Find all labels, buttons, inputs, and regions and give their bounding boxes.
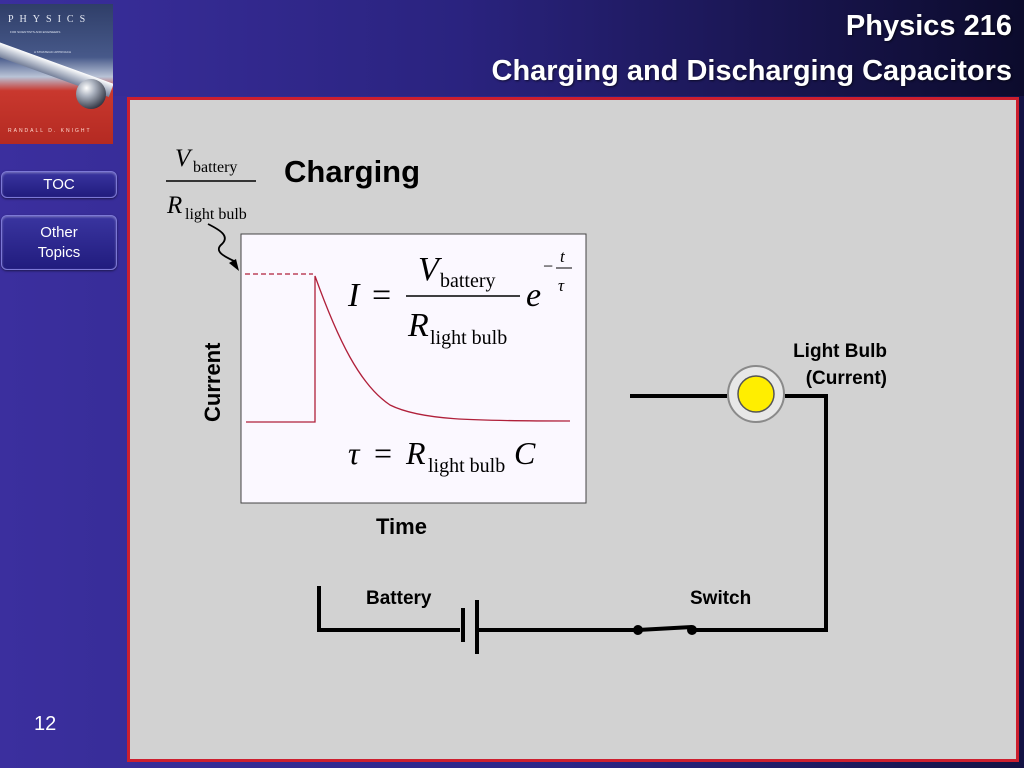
formula-tau-equals: =: [374, 435, 392, 471]
graph-area: [240, 233, 587, 504]
current-curve: [246, 275, 571, 423]
formula-equals: =: [372, 277, 391, 314]
light-bulb-label: Light Bulb (Current): [793, 341, 887, 389]
book-subtitle: FOR SCIENTISTS AND ENGINEERS: [10, 30, 61, 34]
formula-exp-t: t: [560, 247, 566, 266]
formula-tau: τ: [348, 435, 361, 471]
header-band: [0, 0, 1024, 96]
pointer-arrow: [207, 223, 237, 263]
battery-label: Battery: [366, 588, 432, 609]
formula-R: R: [407, 307, 429, 344]
formula-denominator: R: [166, 192, 182, 219]
initial-current-formula: V battery R light bulb: [166, 145, 256, 223]
formula-denominator-sub: light bulb: [185, 206, 247, 223]
switch-lever: [637, 625, 693, 632]
book-title: PHYSICS: [8, 14, 92, 25]
formula-numerator: V: [175, 145, 193, 172]
formula-exp-minus: −: [543, 256, 553, 276]
pointer-arrowhead: [229, 259, 239, 271]
switch-contact-right[interactable]: [687, 625, 697, 635]
other-topics-button[interactable]: Other Topics: [1, 215, 117, 270]
formula-R-sub: light bulb: [430, 327, 507, 349]
formula-tau-R: R: [405, 435, 426, 471]
switch-contact-left[interactable]: [633, 625, 643, 635]
formula-tau-R-sub: light bulb: [428, 455, 505, 477]
wire-right: [692, 394, 828, 632]
formula-exp-tau: τ: [558, 276, 565, 295]
formula-numerator-sub: battery: [193, 159, 237, 176]
book-ball-graphic: [76, 79, 106, 109]
book-tagline: A STRATEGIC APPROACH: [34, 50, 72, 54]
time-constant-formula: τ = R light bulb C: [348, 435, 536, 477]
charging-heading: Charging: [284, 154, 421, 189]
switch-label: Switch: [690, 588, 752, 609]
formula-V-sub: battery: [440, 270, 496, 292]
formula-e: e: [526, 277, 541, 314]
page-number: 12: [34, 713, 57, 735]
toc-button[interactable]: TOC: [1, 171, 117, 198]
book-author: RANDALL D. KNIGHT: [8, 128, 92, 134]
book-cover-image: PHYSICS FOR SCIENTISTS AND ENGINEERS A S…: [0, 4, 113, 144]
slide-title: Charging and Discharging Capacitors: [491, 55, 1012, 87]
x-axis-label: Time: [376, 514, 427, 539]
light-bulb: [737, 375, 775, 413]
formula-I: I: [347, 277, 361, 314]
wire-left: [317, 586, 460, 632]
circuit: [317, 394, 828, 654]
formula-tau-C: C: [514, 435, 536, 471]
course-title: Physics 216: [845, 10, 1012, 42]
y-axis-label: Current: [200, 342, 225, 422]
